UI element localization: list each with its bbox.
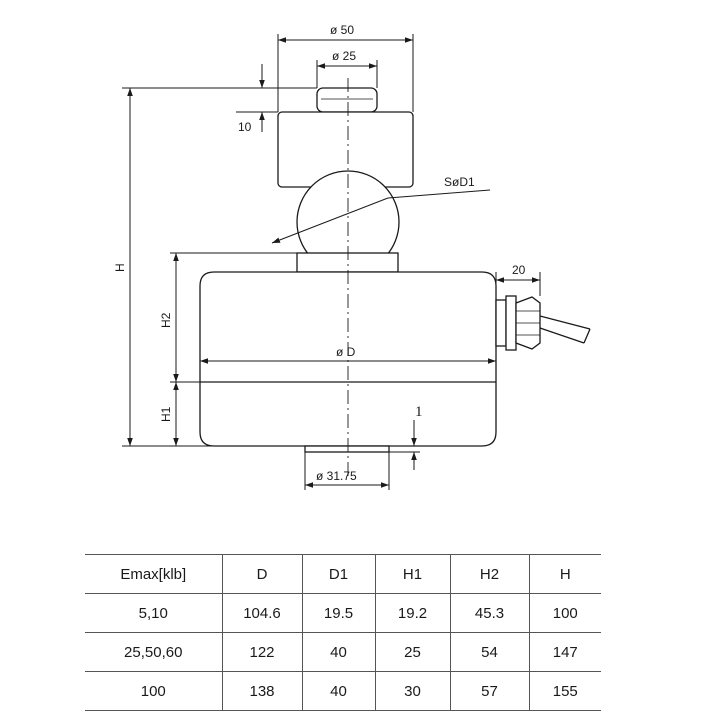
table-cell: 40 — [301, 632, 375, 672]
table-cell: 100 — [85, 671, 222, 711]
label-base-step: 1 — [415, 404, 423, 420]
table-cell: 57 — [449, 671, 529, 711]
dim-outer-top — [277, 34, 414, 112]
dim-overall-height — [122, 87, 317, 447]
table-row: 5,10 104.6 19.5 19.2 45.3 100 — [85, 593, 601, 633]
dim-sphere — [271, 189, 491, 244]
table-cell: 104.6 — [221, 593, 302, 633]
table-cell: 25 — [374, 632, 450, 672]
cable-connector — [495, 295, 591, 351]
table-row: 25,50,60 122 40 25 54 147 — [85, 632, 601, 672]
table-cell: 30 — [374, 671, 450, 711]
label-overall-height: H — [113, 263, 127, 272]
table-cell: 155 — [528, 671, 601, 711]
table-cell: 19.5 — [301, 593, 375, 633]
dim-base-step — [389, 420, 420, 470]
table-cell: 25,50,60 — [85, 632, 222, 672]
header-h: H — [528, 554, 601, 594]
header-d: D — [221, 554, 302, 594]
label-body-dia: ø D — [336, 345, 356, 359]
table-cell: 40 — [301, 671, 375, 711]
table-cell: 5,10 — [85, 593, 222, 633]
label-h1: H1 — [159, 406, 173, 422]
label-outer-top: ø 50 — [330, 23, 354, 37]
label-base-dia: ø 31.75 — [316, 469, 357, 483]
header-emax: Emax[klb] — [85, 554, 222, 594]
dim-connector — [495, 272, 541, 296]
dim-inner-top — [316, 60, 378, 88]
dim-base-dia — [304, 452, 390, 490]
load-cell-drawing: ø 50 ø 25 10 SøD1 H H2 H1 ø D 20 1 ø 31.… — [113, 23, 591, 490]
table-cell: 45.3 — [449, 593, 529, 633]
spec-table: Emax[klb] D D1 H1 H2 H 5,10 104.6 19.5 1… — [85, 554, 601, 711]
header-d1: D1 — [301, 554, 375, 594]
table-cell: 54 — [449, 632, 529, 672]
table-row: 100 138 40 30 57 155 — [85, 671, 601, 711]
label-sphere: SøD1 — [444, 175, 475, 189]
table-header-row: Emax[klb] D D1 H1 H2 H — [85, 554, 601, 594]
table-cell: 100 — [528, 593, 601, 633]
label-connector: 20 — [512, 263, 526, 277]
header-h2: H2 — [449, 554, 529, 594]
base-spigot — [304, 445, 390, 453]
label-inner-top: ø 25 — [332, 49, 356, 63]
table-cell: 147 — [528, 632, 601, 672]
table-cell: 122 — [221, 632, 302, 672]
label-h2: H2 — [159, 312, 173, 328]
table-cell: 19.2 — [374, 593, 450, 633]
header-h1: H1 — [374, 554, 450, 594]
top-button — [316, 87, 378, 113]
base-plate — [296, 252, 399, 273]
label-top-height: 10 — [238, 120, 252, 134]
table-cell: 138 — [221, 671, 302, 711]
